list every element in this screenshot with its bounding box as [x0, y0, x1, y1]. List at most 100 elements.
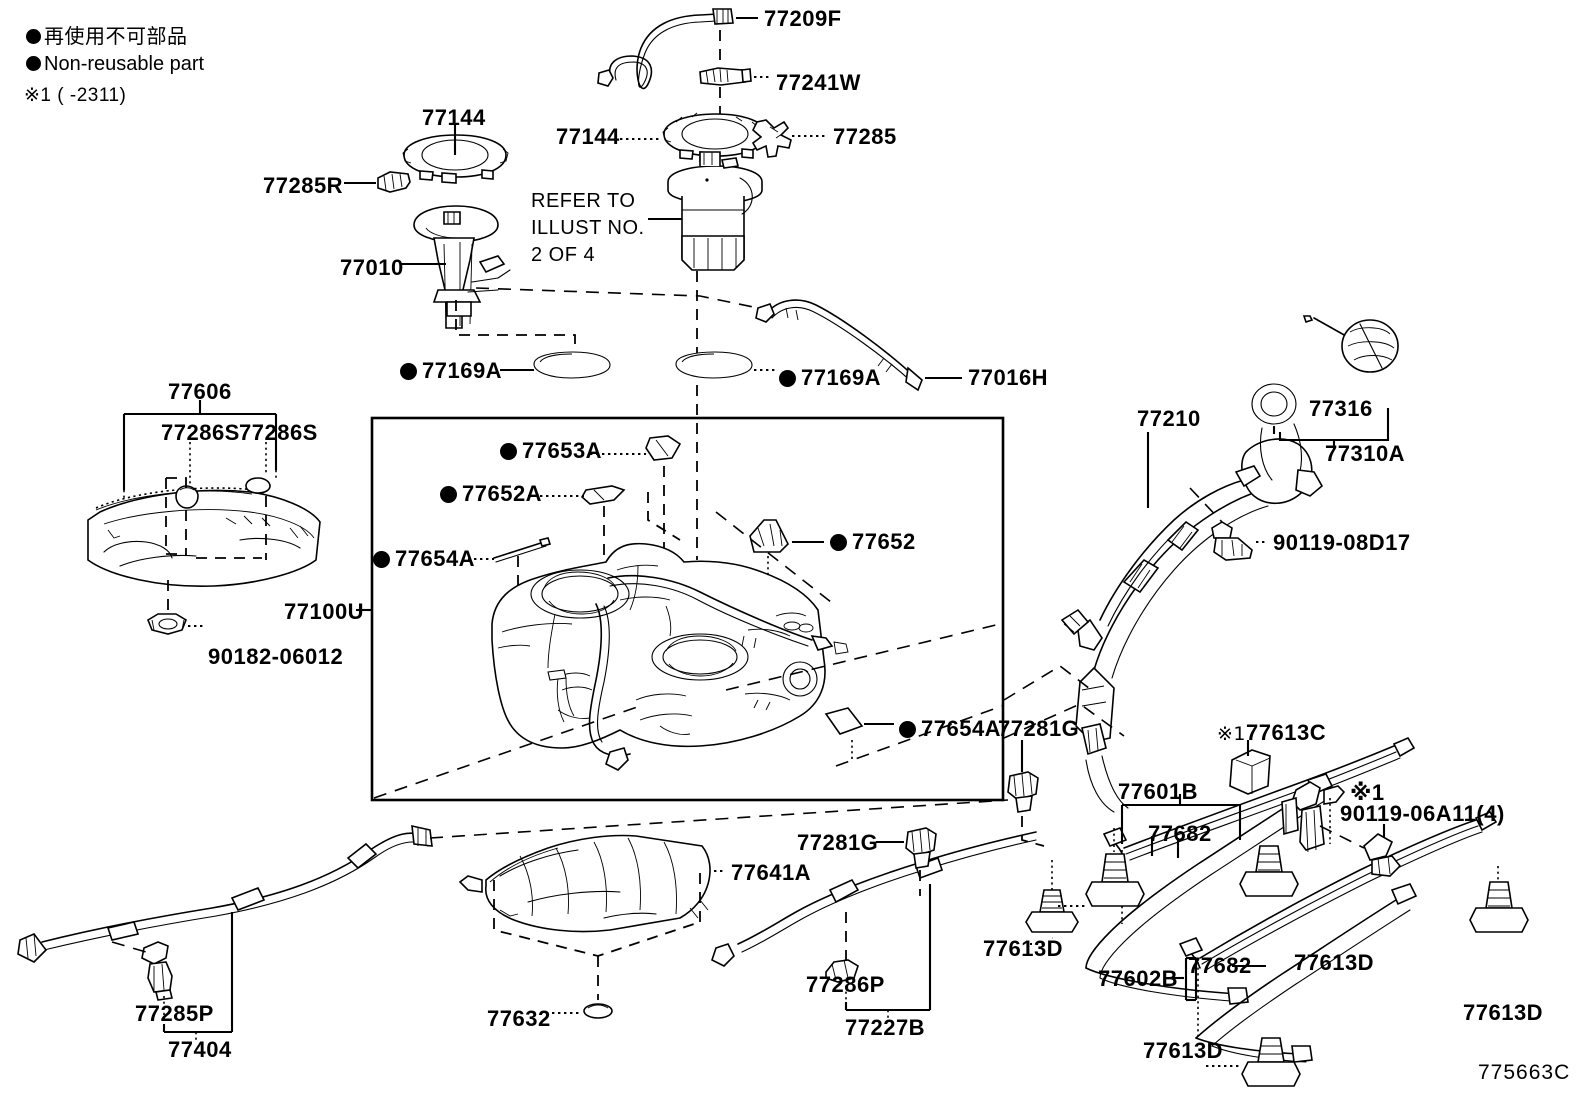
part-label-77209F: 77209F	[764, 8, 842, 30]
part-number-text: 90182-06012	[208, 644, 344, 669]
part-number-text: 77281G	[998, 716, 1080, 741]
part-label-9011908D17: 90119-08D17	[1273, 532, 1411, 554]
nonreusable-bullet-icon-2	[26, 56, 41, 71]
part-number-text: 77316	[1309, 396, 1373, 421]
part-number-text: 77286S	[239, 420, 318, 445]
part-label-77613D: 77613D	[1294, 952, 1374, 974]
part-number-text: 77010	[340, 255, 404, 280]
part-number-text: 77285R	[263, 173, 344, 198]
part-label-77010: 77010	[340, 257, 404, 279]
part-label-77210: 77210	[1137, 408, 1201, 430]
nonreusable-bullet-icon	[899, 721, 916, 738]
part-77281G-clip-upper	[1007, 771, 1039, 813]
part-number-text: 77144	[422, 105, 486, 130]
part-label-77169A: 77169A	[779, 367, 881, 389]
part-77169A-oring-left	[533, 351, 611, 379]
part-number-text: 77682	[1148, 821, 1212, 846]
part-77285-clip	[751, 119, 792, 158]
part-77602B-band-lower	[1178, 810, 1498, 971]
part-77632-grommet	[583, 1003, 613, 1019]
legend-english: Non-reusable part	[26, 54, 204, 74]
nonreusable-bullet-icon	[400, 363, 417, 380]
part-tank-strap-lower	[1195, 883, 1418, 1063]
part-label-77404: 77404	[168, 1039, 232, 1061]
part-label-77286P: 77286P	[806, 974, 885, 996]
part-number-text: 77613C	[1246, 720, 1327, 745]
nonreusable-bullet-icon	[500, 443, 517, 460]
part-number-text: 77602B	[1098, 966, 1179, 991]
part-77404-fuel-tube	[17, 824, 433, 963]
part-77652-cap	[749, 519, 789, 553]
part-label-77613D: 77613D	[1463, 1002, 1543, 1024]
part-label-77613D: 77613D	[983, 938, 1063, 960]
part-number-text: 77613D	[1294, 950, 1375, 975]
part-label-77281G: 77281G	[797, 832, 878, 854]
part-label-77316: 77316	[1309, 398, 1373, 420]
part-77016H-hose	[755, 299, 923, 392]
part-77613D-bolt-d	[1469, 881, 1529, 933]
part-number-text: 77613D	[1143, 1038, 1224, 1063]
part-number-text: 77613D	[983, 936, 1064, 961]
part-number-text: 77286S	[161, 420, 240, 445]
part-number-text: 77601B	[1118, 779, 1199, 804]
part-77209F-hose	[597, 8, 734, 90]
part-label-77632: 77632	[487, 1008, 551, 1030]
part-77654A-plate-right	[824, 707, 864, 735]
part-label-9011906A114: 90119-06A11(4)	[1340, 803, 1505, 825]
part-77281G-clip-lower	[905, 827, 937, 869]
part-number-text: 77285	[833, 124, 897, 149]
part-number-text: 77632	[487, 1006, 551, 1031]
part-label-77285: 77285	[833, 126, 897, 148]
part-77241W-clamp	[699, 67, 752, 86]
part-label-77652A: 77652A	[440, 483, 542, 505]
part-label-77601B: 77601B	[1118, 781, 1198, 803]
part-label-77602B: 77602B	[1098, 968, 1178, 990]
nonreusable-bullet-icon	[26, 29, 41, 44]
part-number-text: 77606	[168, 379, 232, 404]
part-label-77285P: 77285P	[135, 1003, 214, 1025]
part-label-77652: 77652	[830, 531, 916, 553]
part-77613D-bolt-c	[1239, 845, 1299, 897]
part-77613C-clip	[1229, 749, 1271, 795]
part-77210-filler-pipe	[1060, 383, 1324, 813]
part-number-text: ※1	[1350, 780, 1385, 805]
part-label-77613D: 77613D	[1143, 1040, 1223, 1062]
part-label-77169A: 77169A	[400, 360, 502, 382]
part-label-77285R: 77285R	[263, 175, 343, 197]
part-77606-insulator	[87, 487, 321, 588]
part-number-text: 77016H	[968, 365, 1049, 390]
part-number-text: 77227B	[845, 1015, 926, 1040]
part-label-77613C: ※177613C	[1217, 722, 1326, 744]
part-tank-strap-main	[1085, 773, 1346, 1005]
part-77641A-insulator	[458, 834, 711, 933]
part-label-77144: 77144	[422, 107, 486, 129]
part-77285R-clip	[377, 171, 411, 193]
nonreusable-bullet-icon	[373, 551, 390, 568]
part-label-77641A: 77641A	[731, 862, 811, 884]
part-number-text: 77281G	[797, 830, 879, 855]
part-77613D-bolt-e	[1241, 1037, 1301, 1087]
part-number-text: 90119-06A11(4)	[1340, 801, 1505, 826]
part-number-text: 77169A	[422, 358, 503, 383]
part-label-77100U: 77100U	[284, 601, 364, 623]
part-number-text: 77652A	[462, 481, 543, 506]
part-number-text: 90119-08D17	[1273, 530, 1411, 555]
part-number-text: 77654A	[921, 716, 1002, 741]
part-77227B-tube	[711, 831, 1037, 967]
part-90182-06012-nut	[147, 613, 187, 635]
part-label-77241W: 77241W	[776, 72, 861, 94]
part-label-77310A: 77310A	[1325, 443, 1405, 465]
part-number-text: 77210	[1137, 406, 1201, 431]
part-number-text: 77169A	[801, 365, 882, 390]
part-number-text: 77285P	[135, 1001, 214, 1026]
part-77310A-fuel-cap	[1341, 319, 1399, 373]
part-77652A-seal	[580, 485, 626, 505]
part-label-77682: 77682	[1148, 823, 1212, 845]
part-77169A-oring-right	[675, 351, 753, 379]
part-number-text: 77652	[852, 529, 916, 554]
part-label-77281G: 77281G	[998, 718, 1079, 740]
part-label-77016H: 77016H	[968, 367, 1048, 389]
part-number-text: 77209F	[764, 6, 842, 31]
